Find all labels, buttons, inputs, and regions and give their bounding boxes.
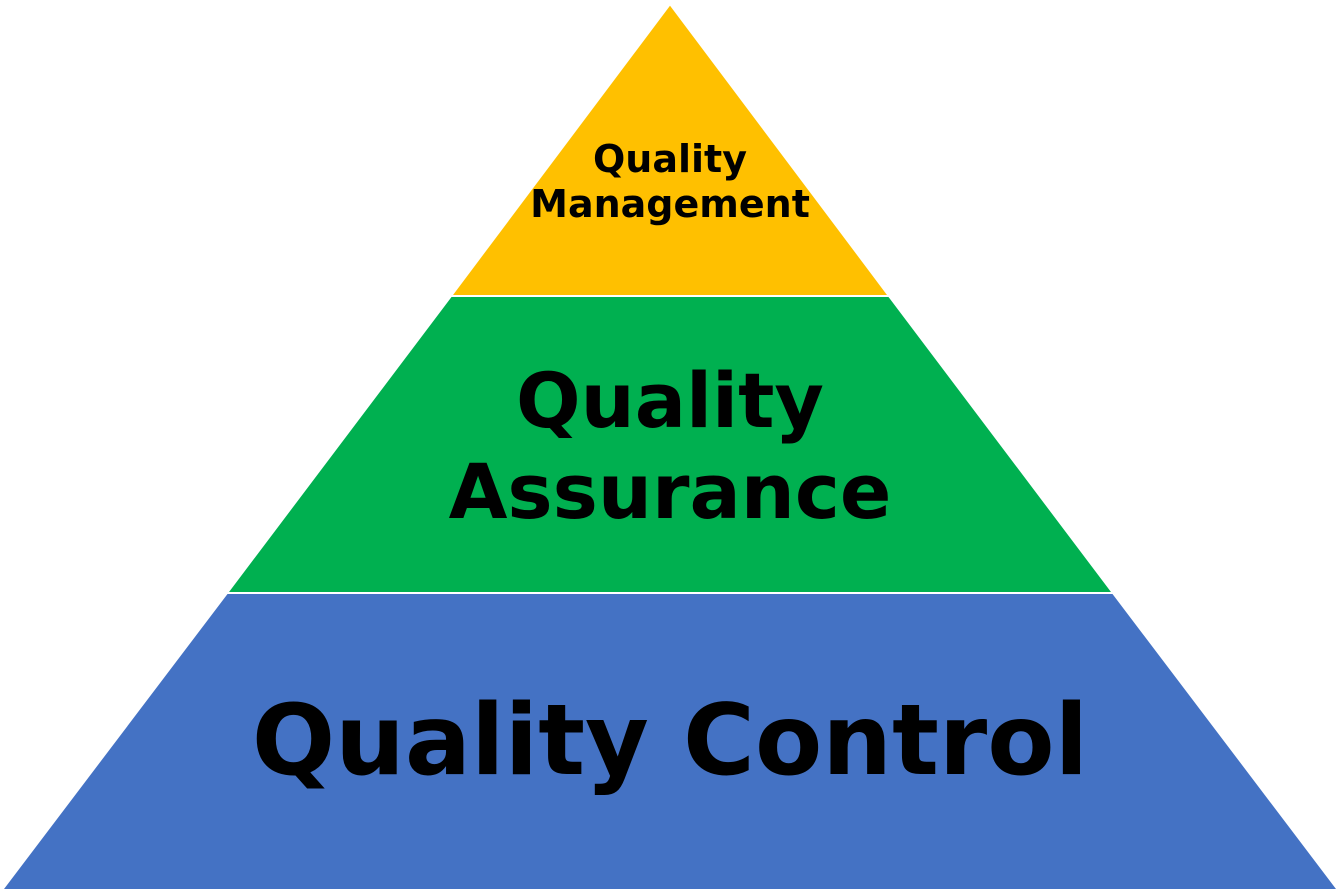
tier-quality-control-label: Quality Control <box>252 684 1088 798</box>
tier-quality-assurance-label-line-1: Quality <box>516 356 824 445</box>
tier-quality-control: Quality Control <box>0 592 1340 890</box>
tier-quality-assurance: Quality Assurance <box>224 295 1116 594</box>
tier-quality-management-label-line-1: Quality <box>593 137 747 181</box>
tier-quality-assurance-label-line-2: Assurance <box>449 447 892 536</box>
tier-quality-management: Quality Management <box>449 2 891 297</box>
tier-quality-management-label-line-2: Management <box>530 182 810 226</box>
tier-quality-control-shape <box>0 592 1340 890</box>
